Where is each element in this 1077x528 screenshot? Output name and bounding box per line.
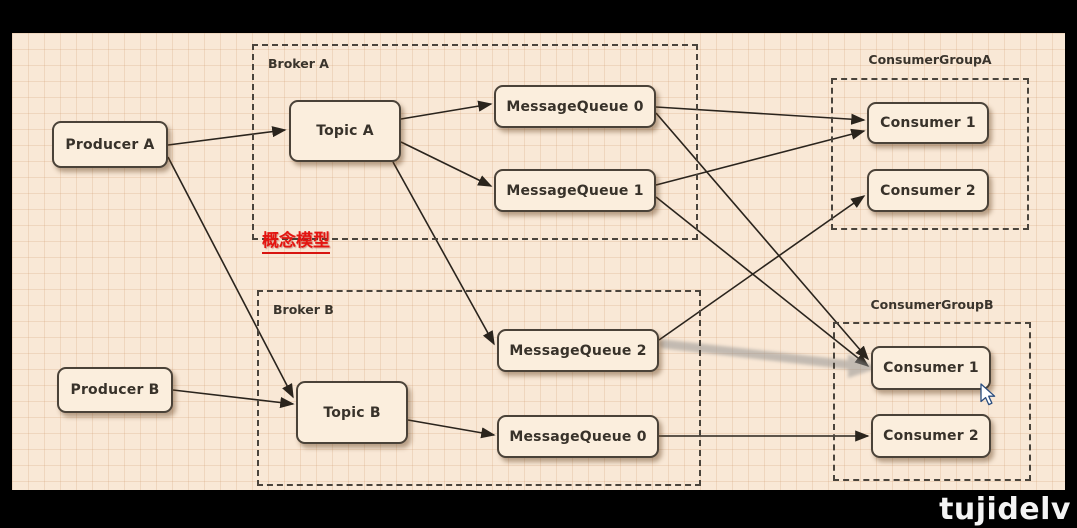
edge-mq2b-consumer2a: [658, 195, 866, 341]
edge-topic-b-mq0b: [407, 419, 496, 439]
edge-mq1a-consumer1a: [655, 128, 866, 186]
producer-a-node: Producer A: [52, 121, 168, 168]
messagequeue-1-broker-a-node: MessageQueue 1: [494, 169, 656, 212]
edge-topic-a-mq2b: [392, 161, 495, 346]
consumer-2-group-a-node: Consumer 2: [867, 169, 989, 212]
watermark-text: tujidelv: [939, 492, 1071, 527]
consumer-1-group-b-node: Consumer 1: [871, 346, 991, 390]
edge-producer-a-topic-b: [167, 156, 294, 399]
messagequeue-0-broker-a-node: MessageQueue 0: [494, 85, 656, 128]
edge-mq1a-consumer1b: [655, 196, 870, 367]
broker-b-label: Broker B: [273, 302, 334, 317]
topic-b-node: Topic B: [296, 381, 408, 444]
consumer-2-group-b-node: Consumer 2: [871, 414, 991, 458]
broker-a-container: Broker A: [252, 44, 698, 240]
consumer-group-b-label: ConsumerGroupB: [870, 297, 994, 312]
consumer-1-group-a-node: Consumer 1: [867, 102, 989, 144]
edge-mq0a-consumer1a: [655, 106, 866, 125]
edge-mq0a-consumer1b: [655, 112, 870, 361]
broker-a-label: Broker A: [268, 56, 329, 71]
edge-topic-a-mq1a: [400, 141, 493, 187]
topic-a-node: Topic A: [289, 100, 401, 162]
consumer-group-b-container: [833, 322, 1031, 481]
concept-model-annotation: 概念模型: [262, 226, 330, 254]
edge-topic-a-mq0a: [400, 100, 493, 120]
edge-producer-b-topic-b: [172, 389, 295, 409]
producer-b-node: Producer B: [57, 367, 173, 413]
diagram-canvas: Broker A Broker B ConsumerGroupA Consume…: [12, 33, 1065, 490]
consumer-group-a-label: ConsumerGroupA: [868, 52, 992, 67]
edge-producer-a-topic-a: [167, 126, 287, 146]
messagequeue-2-broker-b-node: MessageQueue 2: [497, 329, 659, 372]
mouse-cursor-icon: [980, 383, 996, 406]
messagequeue-0-broker-b-node: MessageQueue 0: [497, 415, 659, 458]
highlight-arrow-mq2b-consumer1b: [659, 339, 878, 378]
consumer-group-a-container: [831, 78, 1029, 230]
broker-b-container: Broker B: [257, 290, 701, 486]
